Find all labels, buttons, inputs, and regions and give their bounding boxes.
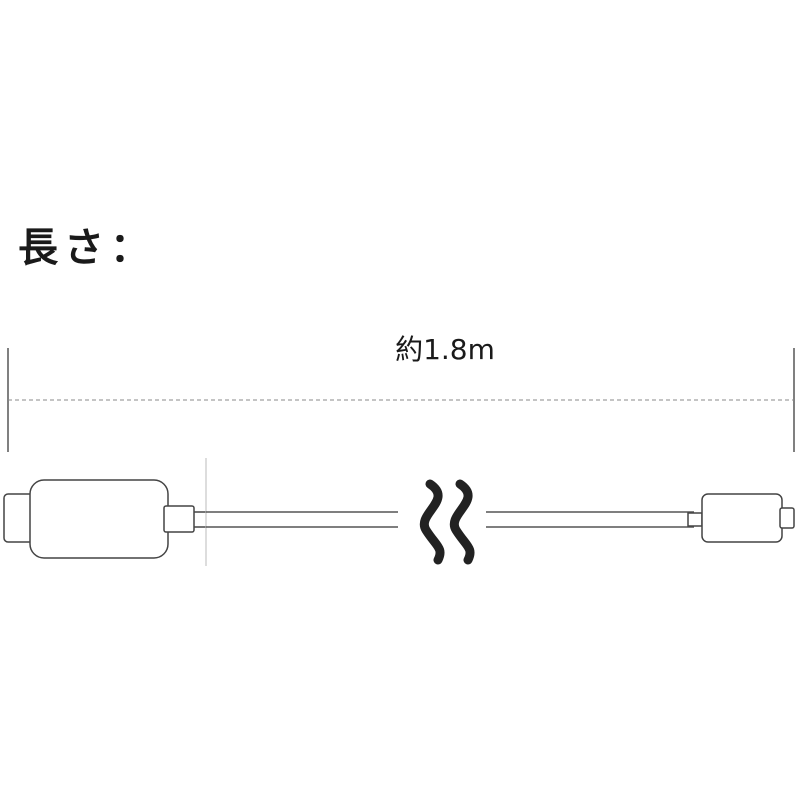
hdmi-plug-icon xyxy=(3,479,206,559)
cable-right xyxy=(486,511,694,528)
length-value: 約1.8m xyxy=(395,333,495,366)
usb-c-plug-icon xyxy=(687,493,795,543)
cable-left xyxy=(206,511,398,528)
length-heading: 長さ： xyxy=(18,225,156,271)
break-wave-icon xyxy=(419,479,475,565)
